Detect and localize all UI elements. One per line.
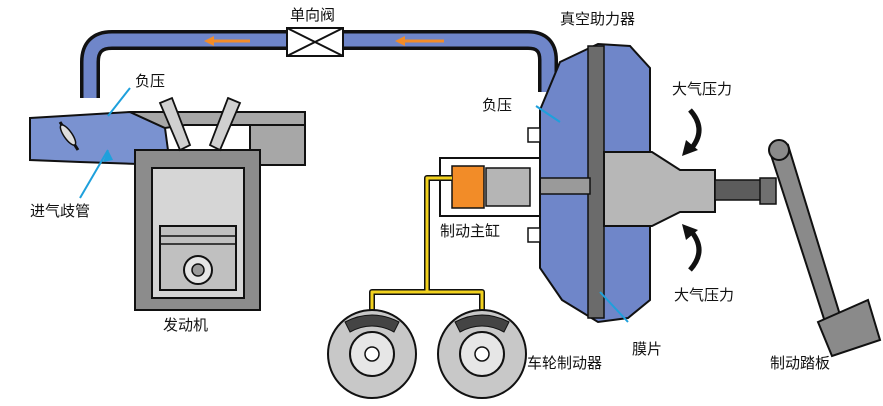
throttle-valve bbox=[58, 121, 80, 151]
check-valve-label: 单向阀 bbox=[290, 6, 335, 24]
intake-manifold-label: 进气歧管 bbox=[30, 202, 90, 220]
master-cylinder bbox=[439, 157, 541, 217]
wheel-brake-left bbox=[327, 309, 417, 399]
wheel-brakes-label: 车轮制动器 bbox=[527, 354, 602, 372]
engine-label: 发动机 bbox=[163, 316, 208, 334]
brake-pedal-label: 制动踏板 bbox=[770, 354, 830, 372]
negative-pressure-label-booster: 负压 bbox=[482, 96, 512, 114]
flow-arrow-right bbox=[395, 36, 444, 46]
atm-pressure-label-top: 大气压力 bbox=[672, 80, 732, 98]
diaphragm-label: 膜片 bbox=[632, 340, 662, 358]
vacuum-booster bbox=[527, 42, 768, 324]
check-valve bbox=[286, 27, 344, 57]
vacuum-booster-label: 真空助力器 bbox=[560, 10, 635, 28]
engine bbox=[29, 96, 306, 311]
master-cylinder-piston bbox=[451, 165, 485, 209]
leader-lines bbox=[79, 87, 629, 323]
master-cylinder-label: 制动主缸 bbox=[440, 222, 500, 240]
flow-arrow-left bbox=[204, 36, 250, 46]
atm-arrow-bottom bbox=[682, 224, 702, 272]
atm-pressure-label-bottom: 大气压力 bbox=[674, 286, 734, 304]
atm-arrow-top bbox=[682, 108, 702, 156]
brake-pedal bbox=[759, 139, 882, 358]
wheel-brake-right bbox=[437, 309, 527, 399]
negative-pressure-label-manifold: 负压 bbox=[135, 72, 165, 90]
